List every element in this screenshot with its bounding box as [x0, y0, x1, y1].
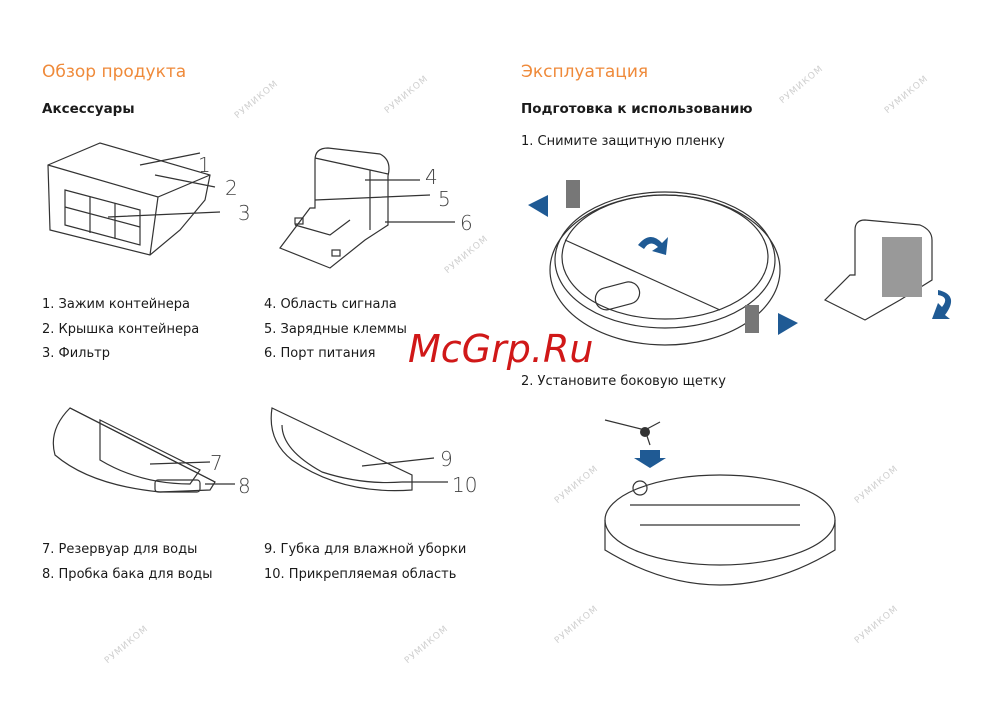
list-item: 2. Крышка контейнера	[42, 321, 200, 337]
watermark: РУМИКОМ	[553, 463, 601, 507]
list-item: 6. Порт питания	[264, 346, 376, 361]
charging-dock-illustration	[279, 147, 455, 269]
watermark: РУМИКОМ	[778, 63, 826, 107]
callout-10: 10	[452, 473, 477, 497]
site-watermark: McGrp.Ru	[408, 327, 594, 371]
watermark: РУМИКОМ	[853, 603, 901, 647]
list-item: 3. Фильтр	[42, 346, 110, 361]
arrow-down-icon	[634, 450, 666, 468]
watermark: РУМИКОМ	[553, 603, 601, 647]
arrow-icon	[528, 195, 548, 217]
watermark: РУМИКОМ	[853, 463, 901, 507]
section-title-operation: Эксплуатация	[521, 62, 649, 82]
callout-8: 8	[238, 474, 251, 498]
rotate-arrow-icon	[932, 290, 952, 319]
callout-6: 6	[460, 211, 473, 235]
callout-3: 3	[238, 201, 251, 225]
rotate-arrow-icon	[638, 236, 668, 255]
callout-5: 5	[438, 187, 451, 211]
robot-film-removal-illustration	[528, 180, 798, 346]
list-item: 9. Губка для влажной уборки	[264, 542, 467, 557]
dust-bin-illustration	[47, 142, 221, 256]
list-item: 8. Пробка бака для воды	[42, 566, 213, 582]
callout-1: 1	[198, 153, 211, 177]
list-item: 4. Область сигнала	[264, 297, 397, 312]
callout-9: 9	[440, 447, 453, 471]
list-item: 5. Зарядные клеммы	[264, 321, 407, 337]
accessory-list-1: 1. Зажим контейнера 2. Крышка контейнера…	[42, 293, 199, 367]
watermark: РУМИКОМ	[103, 623, 151, 667]
accessory-list-4: 9. Губка для влажной уборки 10. Прикрепл…	[264, 538, 466, 587]
watermark: РУМИКОМ	[383, 73, 431, 117]
accessories-heading: Аксессуары	[42, 101, 135, 117]
mop-pad-illustration: 9 10	[270, 407, 477, 497]
dock-film-removal-illustration	[823, 219, 952, 321]
section-title-overview: Обзор продукта	[42, 62, 187, 82]
arrow-icon	[778, 313, 798, 335]
side-brush-install-illustration	[604, 419, 836, 586]
callout-2: 2	[225, 176, 238, 200]
callout-7: 7	[210, 451, 223, 475]
watermark: РУМИКОМ	[233, 78, 281, 122]
list-item: 7. Резервуар для воды	[42, 542, 198, 557]
accessory-list-2: 4. Область сигнала 5. Зарядные клеммы 6.…	[264, 293, 407, 367]
water-tank-illustration: 7 8	[52, 407, 251, 498]
preparation-heading: Подготовка к использованию	[521, 101, 753, 117]
step-2-text: 2. Установите боковую щетку	[521, 374, 726, 389]
callout-4: 4	[425, 165, 438, 189]
watermark: РУМИКОМ	[883, 73, 931, 117]
list-item: 1. Зажим контейнера	[42, 297, 190, 312]
accessory-list-3: 7. Резервуар для воды 8. Пробка бака для…	[42, 538, 213, 587]
step-1-text: 1. Снимите защитную пленку	[521, 134, 725, 149]
watermark: РУМИКОМ	[403, 623, 451, 667]
list-item: 10. Прикрепляемая область	[264, 566, 457, 582]
